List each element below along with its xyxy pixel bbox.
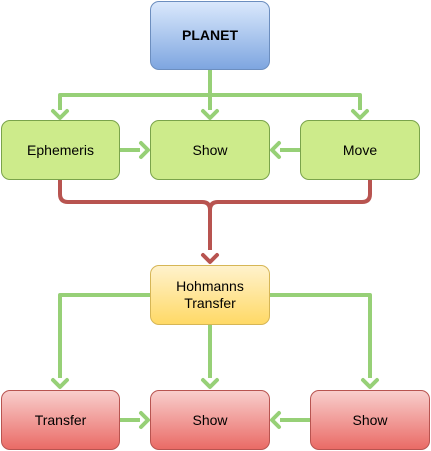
edge-ephemeris-hohmanns bbox=[58, 180, 212, 250]
arrowhead-2 bbox=[351, 109, 369, 120]
arrowhead-4 bbox=[270, 141, 281, 159]
arrowhead-7 bbox=[201, 378, 219, 389]
node-planet: PLANET bbox=[150, 1, 270, 70]
node-show-top: Show bbox=[150, 120, 270, 180]
node-show-bottom-right: Show bbox=[310, 390, 430, 450]
arrowhead-0 bbox=[51, 109, 69, 120]
arrowhead-3 bbox=[139, 141, 150, 159]
edge-planet-ephemeris bbox=[58, 70, 212, 110]
edge-hohmanns-transfer bbox=[58, 293, 150, 378]
arrowhead-9 bbox=[139, 411, 150, 429]
node-show-bottom-center: Show bbox=[150, 390, 270, 450]
arrowhead-1 bbox=[201, 109, 219, 120]
edge-planet-move bbox=[208, 70, 362, 110]
node-transfer: Transfer bbox=[1, 390, 120, 450]
arrowhead-5 bbox=[201, 253, 219, 264]
arrowhead-8 bbox=[361, 378, 379, 389]
node-hohmanns-transfer: Hohmanns Transfer bbox=[150, 265, 270, 325]
node-ephemeris: Ephemeris bbox=[1, 120, 120, 180]
arrowhead-6 bbox=[51, 378, 69, 389]
edge-move-hohmanns bbox=[208, 180, 372, 250]
edge-hohmanns-show-right bbox=[270, 293, 372, 378]
node-move: Move bbox=[300, 120, 420, 180]
arrowhead-10 bbox=[270, 411, 281, 429]
